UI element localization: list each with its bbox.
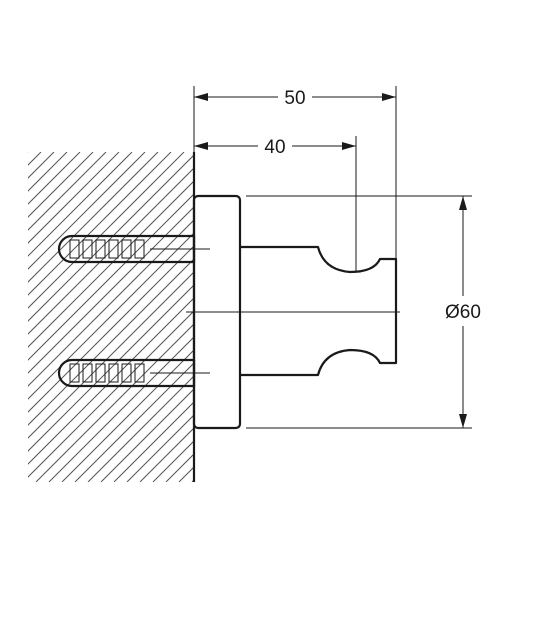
dimension-label-diameter-60: Ø60 — [445, 302, 481, 323]
hatch-line — [28, 152, 120, 244]
dimension-flange-diameter: Ø60 — [445, 196, 481, 428]
hatch-line — [28, 152, 81, 205]
holder-body — [240, 245, 398, 377]
dimension-overall-depth: 50 — [194, 88, 396, 109]
hatch-line — [28, 245, 194, 413]
hatch-line — [28, 206, 194, 374]
hatch-line — [28, 193, 194, 361]
hatch-line — [28, 152, 42, 166]
hatch-line — [74, 362, 194, 482]
hatch-line — [28, 152, 133, 257]
hatch-line — [48, 336, 194, 482]
hatch-line — [28, 152, 146, 270]
wall-section — [28, 152, 196, 482]
wall-anchor-upper — [57, 234, 196, 264]
extension-lines — [193, 86, 472, 429]
wall-anchor-lower — [57, 358, 196, 388]
hatch-line — [152, 440, 194, 482]
hatch-line — [139, 427, 194, 482]
hatch-line — [87, 375, 194, 482]
hatch-line — [28, 152, 94, 218]
hatch-line — [28, 284, 194, 452]
hatch-line — [28, 180, 194, 348]
hatch-line — [28, 152, 185, 309]
dimension-body-depth: 40 — [194, 137, 356, 158]
hatch-line — [28, 152, 172, 296]
dimension-label-50: 50 — [284, 88, 305, 109]
hatch-line — [28, 152, 159, 283]
centre-lines — [150, 248, 400, 374]
hatch-line — [28, 152, 107, 231]
hatch-line — [100, 388, 194, 482]
hatch-line — [28, 167, 194, 335]
hatch-line — [113, 401, 194, 482]
hatch-line — [28, 258, 194, 426]
hatch-line — [61, 349, 194, 482]
hatch-line — [28, 152, 29, 153]
hatch-line — [126, 414, 194, 482]
wall-hatching — [28, 152, 194, 482]
wall-flange — [192, 194, 242, 430]
hatch-line — [28, 232, 194, 400]
hatch-line — [28, 297, 194, 465]
hatch-line — [28, 219, 194, 387]
dimension-label-40: 40 — [264, 137, 285, 158]
hatch-line — [35, 323, 194, 482]
hatch-line — [28, 271, 194, 439]
hatch-line — [28, 310, 194, 478]
hatch-line — [28, 154, 194, 322]
